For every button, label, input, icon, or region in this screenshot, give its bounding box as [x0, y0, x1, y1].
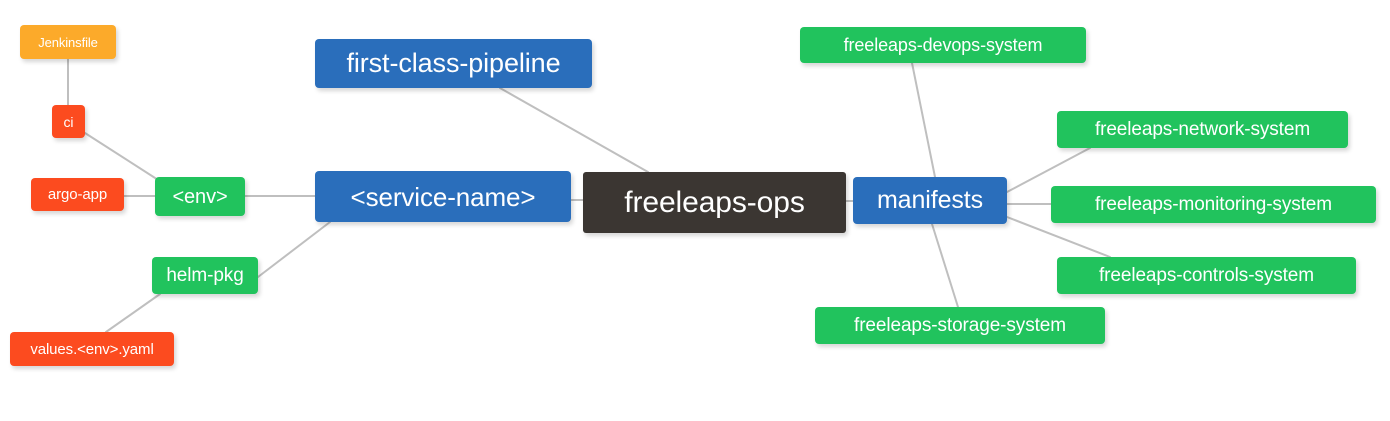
node-jenkinsfile[interactable]: Jenkinsfile — [20, 25, 116, 59]
node-first-class-pipeline[interactable]: first-class-pipeline — [315, 39, 592, 88]
node-manifests[interactable]: manifests — [853, 177, 1007, 224]
node-freeleaps-ops[interactable]: freeleaps-ops — [583, 172, 846, 233]
edge-first-class-pipeline-to-freeleaps-ops — [499, 87, 649, 173]
node-freeleaps-storage-system[interactable]: freeleaps-storage-system — [815, 307, 1105, 344]
edge-service-name-to-helm-pkg — [257, 221, 331, 278]
node-service-name[interactable]: <service-name> — [315, 171, 571, 222]
edge-manifests-to-freeleaps-controls-system — [1006, 216, 1111, 258]
edge-manifests-to-freeleaps-storage-system — [931, 223, 959, 308]
node-helm-pkg[interactable]: helm-pkg — [152, 257, 258, 294]
node-freeleaps-controls-system[interactable]: freeleaps-controls-system — [1057, 257, 1356, 294]
edge-helm-pkg-to-values-yaml — [105, 293, 161, 333]
node-argo-app[interactable]: argo-app — [31, 178, 124, 211]
node-values-yaml[interactable]: values.<env>.yaml — [10, 332, 174, 366]
node-env[interactable]: <env> — [155, 177, 245, 216]
node-freeleaps-devops-system[interactable]: freeleaps-devops-system — [800, 27, 1086, 63]
node-freeleaps-monitoring-system[interactable]: freeleaps-monitoring-system — [1051, 186, 1376, 223]
node-freeleaps-network-system[interactable]: freeleaps-network-system — [1057, 111, 1348, 148]
node-ci[interactable]: ci — [52, 105, 85, 138]
edge-manifests-to-freeleaps-devops-system — [911, 62, 936, 178]
